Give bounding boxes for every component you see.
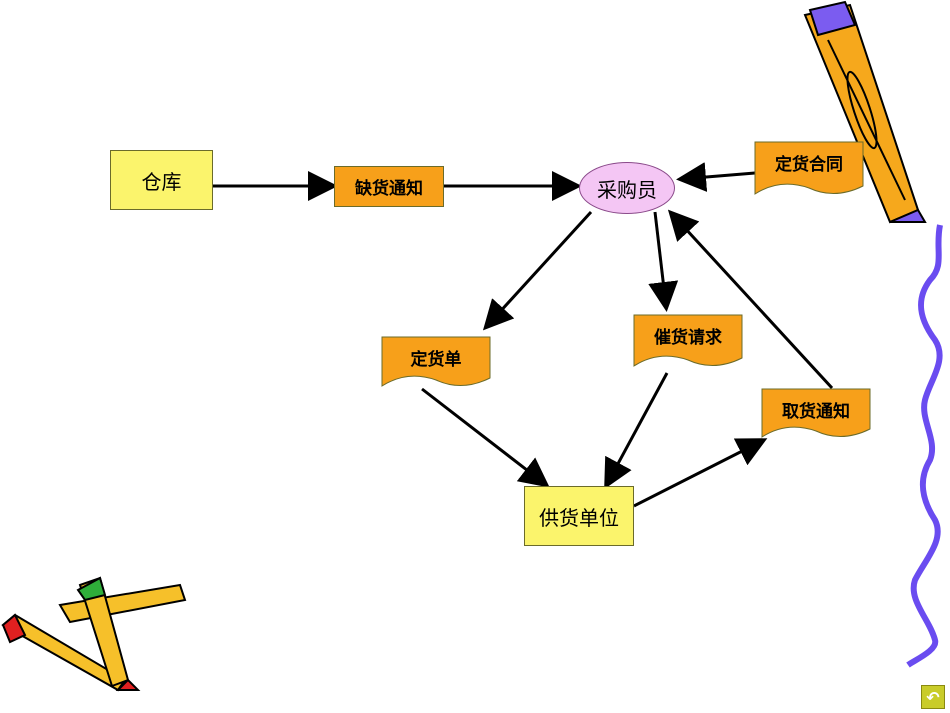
arrow-buyer-to-reminder — [648, 211, 679, 312]
pickup-notice-label: 取货通知 — [782, 402, 850, 422]
supplier-label: 供货单位 — [539, 505, 619, 530]
arrow-contract-to-buyer — [676, 162, 756, 192]
arrow-pickup-to-buyer — [667, 209, 834, 390]
order-contract-label: 定货合同 — [775, 155, 843, 175]
doc-shape-reminder — [633, 314, 743, 367]
doc-shape-order-form — [381, 336, 491, 387]
pickup-notice-node: 取货通知 — [762, 389, 870, 437]
order-form-label: 定货单 — [410, 350, 462, 370]
arrow-order-to-supplier — [421, 387, 550, 488]
decorative-wavy-line — [906, 224, 943, 668]
arrow-buyer-to-order — [482, 210, 593, 331]
buyer-label: 采购员 — [597, 177, 657, 202]
doc-shape-pickup-notice — [761, 388, 871, 438]
pencil-icon — [803, 0, 927, 224]
doc-shape-order-contract — [754, 141, 864, 195]
reminder-request-node: 催货请求 — [634, 315, 742, 367]
arrow-reminder-to-supplier — [604, 372, 669, 490]
arrow-supplier-to-pickup — [633, 438, 768, 508]
warehouse-node: 仓库 — [110, 150, 213, 210]
crossed-pencils-icon — [1, 576, 187, 692]
buyer-node: 采购员 — [579, 162, 675, 214]
return-arrow-icon: ↶ — [926, 687, 940, 707]
return-button[interactable]: ↶ — [921, 685, 945, 709]
warehouse-label: 仓库 — [141, 169, 182, 194]
order-form-node: 定货单 — [382, 337, 490, 387]
reminder-request-label: 催货请求 — [654, 328, 722, 348]
shortage-notice-label: 缺货通知 — [355, 179, 423, 199]
supplier-node: 供货单位 — [524, 486, 634, 546]
order-contract-node: 定货合同 — [755, 142, 863, 194]
shortage-notice-node: 缺货通知 — [334, 166, 444, 207]
